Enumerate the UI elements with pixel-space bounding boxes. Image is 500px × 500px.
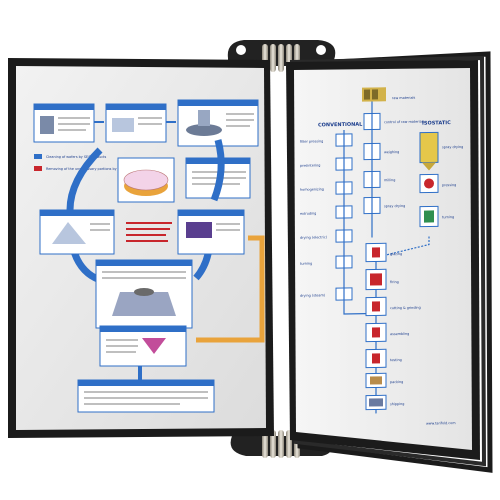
bottom-step-label: firing [390, 280, 399, 284]
left-step-label: presintering [300, 163, 320, 167]
legend-swatch [34, 154, 42, 159]
step-box [39, 209, 115, 255]
bottom-column-steps: glazing firing cutting & grinding assemb… [365, 242, 421, 414]
mid-step-label: weighing [384, 150, 399, 154]
left-step-label: extruding [300, 211, 316, 215]
right-column-steps: spray drying pressing turning [375, 131, 463, 259]
mid-step-label: control of raw materials [384, 120, 425, 125]
label-raw-materials: raw materials [392, 96, 415, 100]
left-step-label: drying (steam) [300, 293, 326, 297]
bottom-step-label: shipping [390, 402, 404, 406]
mid-step-label: milling [384, 178, 395, 182]
left-step-label: filter pressing [300, 139, 323, 143]
right-sheet-flowchart: raw materials CONVENTIONAL ISOSTATIC con… [300, 87, 463, 426]
left-step-label: turning [300, 262, 312, 266]
right-step-label: pressing [442, 183, 456, 187]
legend-label: Cleaning of wafers by SES products [46, 155, 106, 159]
bottom-step-label: testing [390, 358, 402, 362]
left-column-steps: filter pressing presintering homogenizin… [300, 129, 372, 315]
right-step-label: turning [442, 215, 454, 219]
legend-label: Removing of the unnecessary portions by … [46, 167, 140, 171]
heading-conventional: CONVENTIONAL [318, 122, 363, 129]
legend-swatch [34, 166, 42, 171]
left-sheet-diagram: Cleaning of wafers by SES products Remov… [33, 99, 265, 413]
bottom-step-label: cutting & grinding [390, 306, 421, 311]
mid-step-label: spray drying [384, 204, 405, 208]
step-box [177, 99, 259, 147]
left-step-label: drying (electric) [300, 235, 328, 239]
bottom-step-label: packing [390, 380, 403, 384]
footer-url: www.tarifold.com [426, 421, 456, 426]
bottom-step-label: glazing [390, 252, 402, 256]
heading-isostatic: ISOSTATIC [422, 120, 451, 127]
left-step-label: homogenizing [300, 187, 324, 191]
bottom-step-label: assembling [390, 332, 409, 336]
right-step-label: spray drying [442, 145, 463, 149]
